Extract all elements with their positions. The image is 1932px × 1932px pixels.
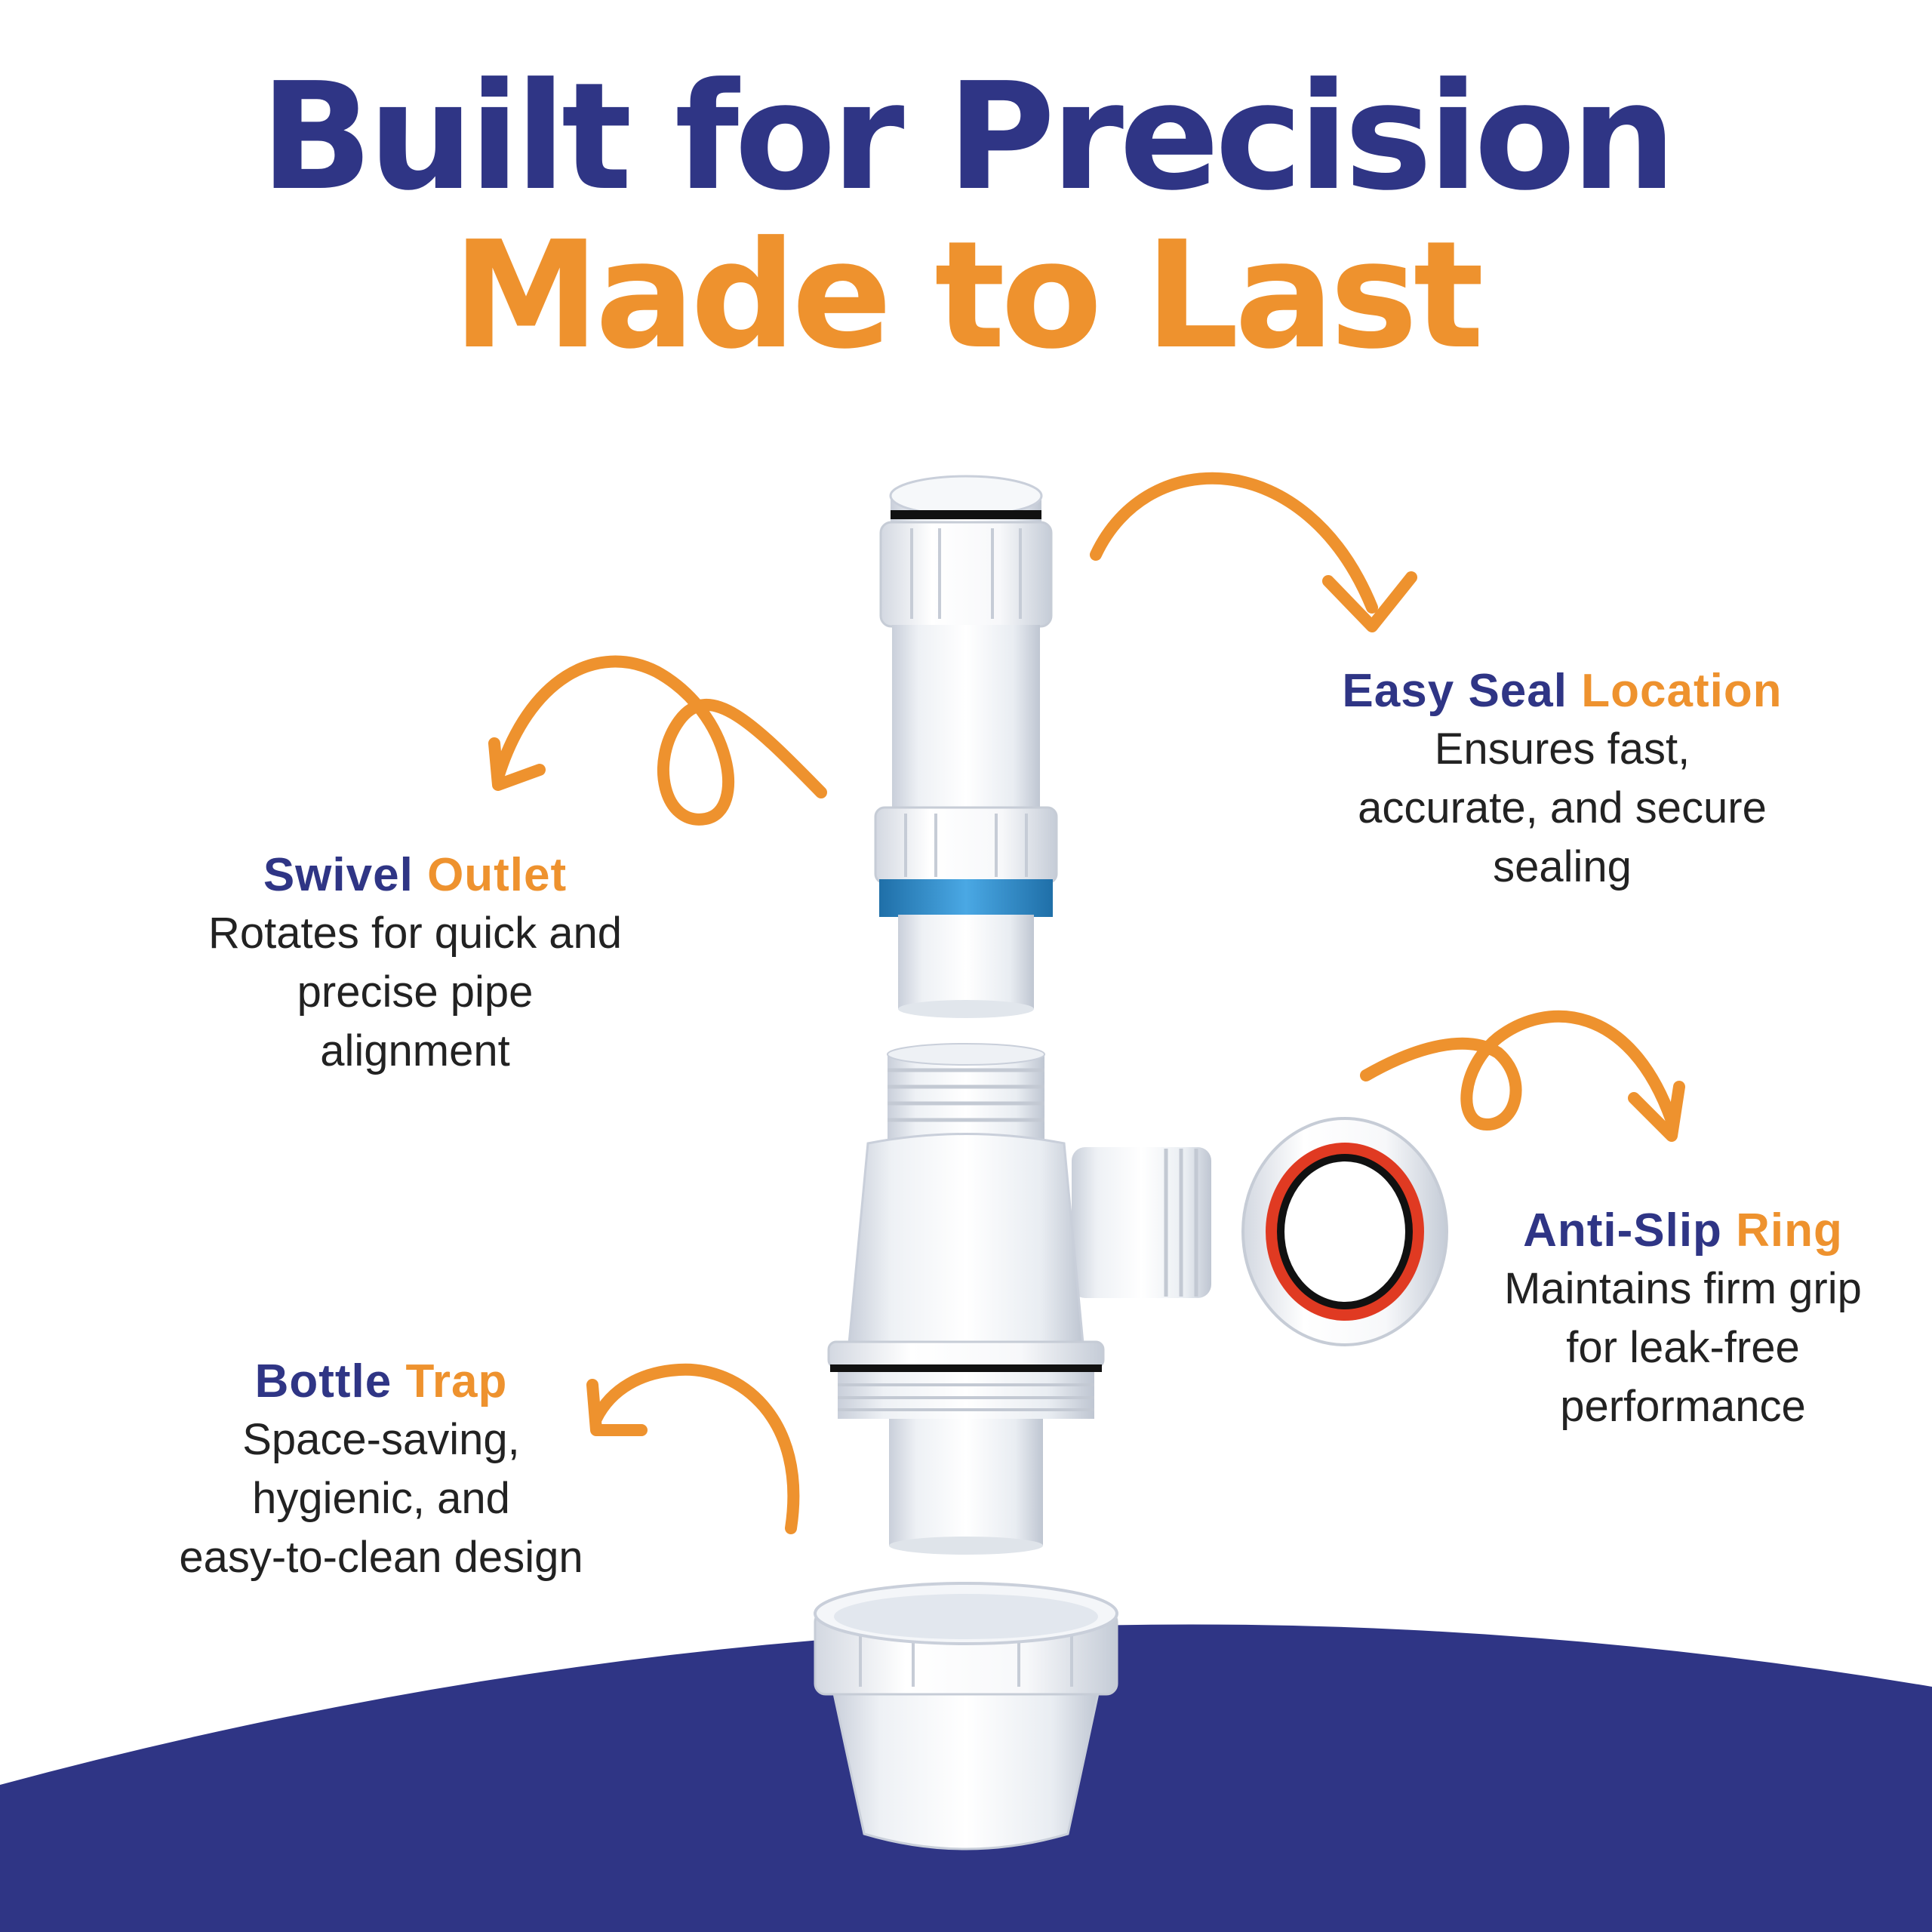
- callout-title: Easy Seal Location: [1298, 663, 1826, 720]
- callout-title: Swivel Outlet: [151, 847, 679, 904]
- callout-title-primary: Swivel: [263, 849, 414, 901]
- curved-arrow-icon: [586, 1363, 800, 1534]
- callout-title-primary: Anti-Slip: [1523, 1204, 1722, 1257]
- callout-title-accent: Location: [1581, 665, 1783, 717]
- callout-title-accent: Outlet: [427, 849, 568, 901]
- callout-title-accent: Ring: [1736, 1204, 1843, 1257]
- description-line: hygienic, and: [252, 1474, 510, 1523]
- description-line: accurate, and secure: [1358, 783, 1767, 832]
- curved-arrow-icon: [1090, 472, 1417, 632]
- callout-description: Rotates for quick and precise pipe align…: [151, 904, 679, 1081]
- loop-arrow-icon: [488, 655, 827, 826]
- headline-secondary: Made to Last: [452, 210, 1484, 382]
- callout-description: Ensures fast, accurate, and secure seali…: [1298, 720, 1826, 897]
- description-line: Space-saving,: [242, 1415, 520, 1464]
- loop-arrow-icon: [1360, 1010, 1685, 1142]
- description-line: Rotates for quick and: [208, 909, 623, 958]
- bottle-trap-body: [827, 1043, 1211, 1555]
- callout-description: Space-saving, hygienic, and easy-to-clea…: [117, 1411, 645, 1587]
- description-line: precise pipe: [297, 968, 534, 1017]
- description-line: for leak-free: [1566, 1323, 1800, 1372]
- callout-bottle-trap: Bottle Trap Space-saving, hygienic, and …: [117, 1353, 645, 1587]
- callout-title-primary: Bottle: [254, 1355, 392, 1407]
- description-line: sealing: [1493, 842, 1632, 891]
- callout-swivel-outlet: Swivel Outlet Rotates for quick and prec…: [151, 847, 679, 1081]
- description-line: easy-to-clean design: [179, 1533, 583, 1582]
- description-line: alignment: [320, 1026, 510, 1075]
- callout-easy-seal-location: Easy Seal Location Ensures fast, accurat…: [1298, 663, 1826, 897]
- callout-title: Anti-Slip Ring: [1434, 1202, 1932, 1260]
- bottle-cup: [814, 1582, 1118, 1850]
- headline-primary: Built for Precision: [260, 51, 1677, 223]
- description-line: Maintains firm grip: [1504, 1264, 1862, 1313]
- callout-title-primary: Easy Seal: [1342, 665, 1567, 717]
- callout-title: Bottle Trap: [117, 1353, 645, 1411]
- description-line: performance: [1560, 1382, 1806, 1431]
- callout-anti-slip-ring: Anti-Slip Ring Maintains firm grip for l…: [1434, 1202, 1932, 1436]
- upper-pipe-assembly: [874, 475, 1058, 1018]
- description-line: Ensures fast,: [1434, 724, 1690, 774]
- callout-description: Maintains firm grip for leak-free perfor…: [1434, 1260, 1932, 1436]
- anti-slip-ring: [1241, 1117, 1448, 1346]
- callout-title-accent: Trap: [405, 1355, 508, 1407]
